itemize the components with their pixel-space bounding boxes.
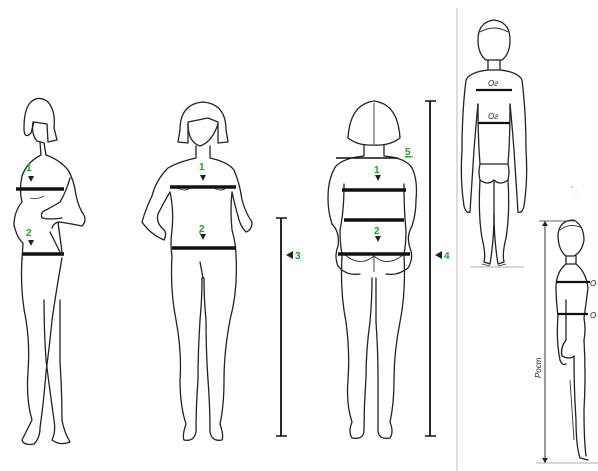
label-height: Рост	[534, 357, 543, 378]
label-chest: Ог	[488, 79, 498, 88]
marker-1: 1	[374, 165, 380, 176]
arrow-down-icon	[200, 175, 206, 181]
marker-1: 1	[199, 162, 205, 173]
marker-1: 1	[26, 163, 32, 174]
arrow-down-icon	[28, 240, 34, 246]
marker-2: 2	[374, 226, 380, 237]
arrow-left-icon	[435, 251, 442, 259]
figure-woman-back: 1 2 5	[328, 101, 417, 438]
marker-3: 3	[295, 251, 301, 262]
figure-woman-side: 1 2	[14, 98, 85, 444]
measure-line-3: 3	[276, 218, 301, 436]
arrow-down-icon	[28, 176, 34, 182]
marker-2: 2	[199, 224, 205, 235]
label-chest: О	[590, 279, 596, 288]
arrow-up-icon	[542, 221, 548, 226]
figure-woman-front: 1 2	[142, 102, 252, 440]
marker-5: 5	[405, 147, 411, 158]
label-waist: О	[590, 311, 596, 320]
marker-2: 2	[26, 228, 32, 239]
figure-man-side: О О Рост	[534, 220, 598, 463]
marker-4: 4	[444, 251, 450, 262]
figure-man-front: Ог Ог	[461, 20, 526, 267]
arrow-down-icon	[542, 458, 548, 463]
measure-line-4: 4	[425, 101, 450, 436]
arrow-left-icon	[286, 251, 293, 259]
label-waist: Ог	[488, 112, 498, 121]
